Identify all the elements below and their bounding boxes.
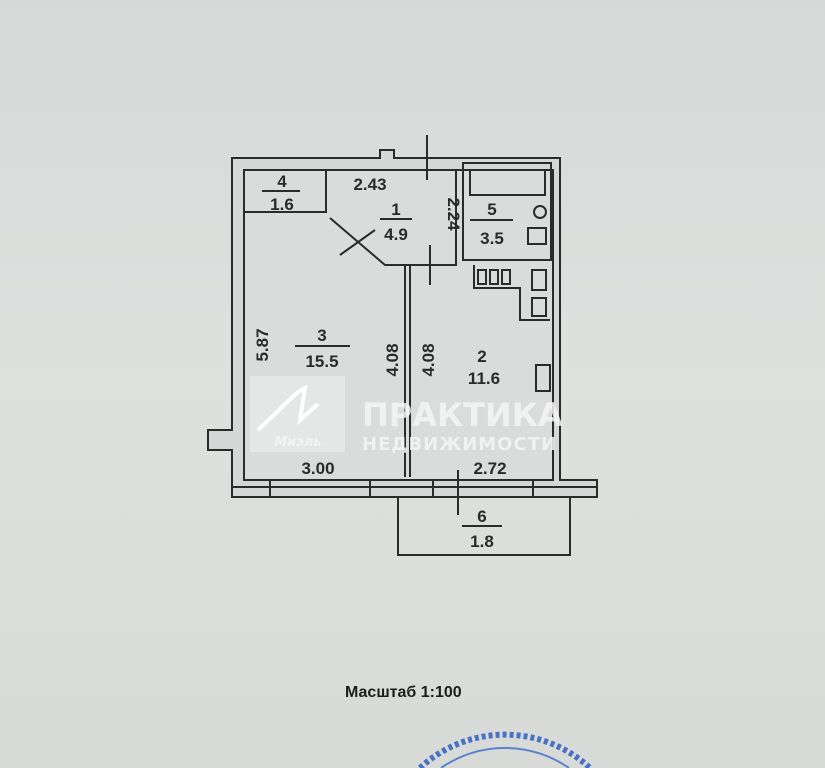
watermark-subtitle: НЕДВИЖИМОСТИ (362, 434, 557, 455)
room-3-area: 15.5 (305, 352, 338, 371)
room-2-inner-dim: 4.08 (419, 343, 438, 376)
room-4-area: 1.6 (270, 195, 294, 214)
room-5-area: 3.5 (480, 229, 504, 248)
room-3-inner-dim: 4.08 (383, 343, 402, 376)
room-3-number: 3 (317, 326, 326, 345)
corridor-width-dim: 2.43 (353, 175, 386, 194)
corridor-depth-dim: 2.24 (444, 197, 463, 231)
watermark-brand: ПРАКТИКА (362, 396, 563, 434)
room-6-area: 1.8 (470, 532, 494, 551)
watermark: Миэль ПРАКТИКА НЕДВИЖИМОСТИ (250, 376, 563, 455)
room-4-number: 4 (277, 172, 287, 191)
room-3-width-dim: 3.00 (301, 459, 334, 478)
room-6-number: 6 (477, 507, 486, 526)
room-5-number: 5 (487, 200, 496, 219)
room-2-number: 2 (477, 347, 486, 366)
room-2-width-dim: 2.72 (473, 459, 506, 478)
scale-label: Масштаб 1:100 (345, 684, 462, 701)
room-1-area: 4.9 (384, 225, 408, 244)
room-3-length-dim: 5.87 (253, 328, 272, 361)
stamp (417, 731, 593, 768)
logo-text: Миэль (274, 435, 322, 450)
room-2-area: 11.6 (468, 369, 500, 388)
room-1-number: 1 (391, 200, 400, 219)
